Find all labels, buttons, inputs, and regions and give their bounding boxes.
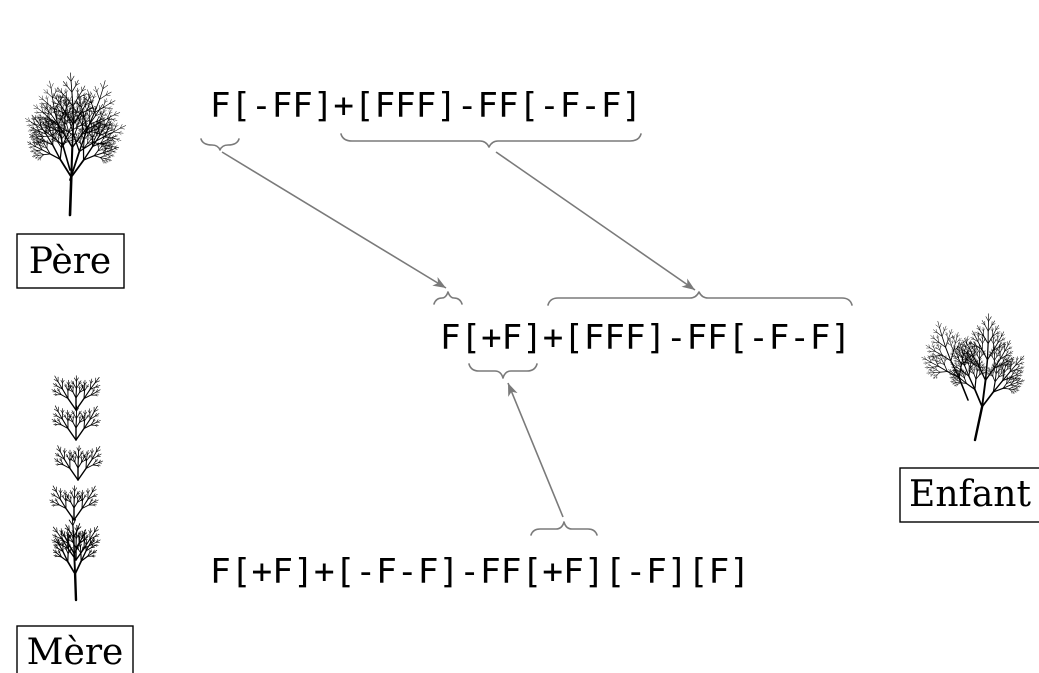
child-label: Enfant [909,474,1031,515]
mother-label-box: Mère [16,625,134,673]
child-string: F[+F]+[FFF]-FF[-F-F] [440,318,851,358]
mother-plant-image [49,375,104,602]
child-brace-bottom [468,363,538,379]
arrow-mother-to-child [507,382,564,518]
father-string: F[-FF]+[FFF]-FF[-F-F] [210,86,642,126]
arrow-father-to-child-right [495,151,696,291]
mother-label: Mère [27,632,124,673]
arrow-father-to-child-left [221,151,447,289]
child-plant-image [921,313,1025,442]
father-label-box: Père [16,233,125,289]
mother-brace-top [530,521,598,536]
child-brace-right [547,291,853,306]
child-brace-left [433,291,463,305]
mother-string: F[+F]+[-F-F]-FF[+F][-F][F] [210,552,750,592]
father-label: Père [29,241,111,282]
father-brace-right [340,133,642,148]
father-plant-image [24,72,127,217]
father-brace-left [200,138,240,151]
child-label-box: Enfant [899,467,1039,523]
